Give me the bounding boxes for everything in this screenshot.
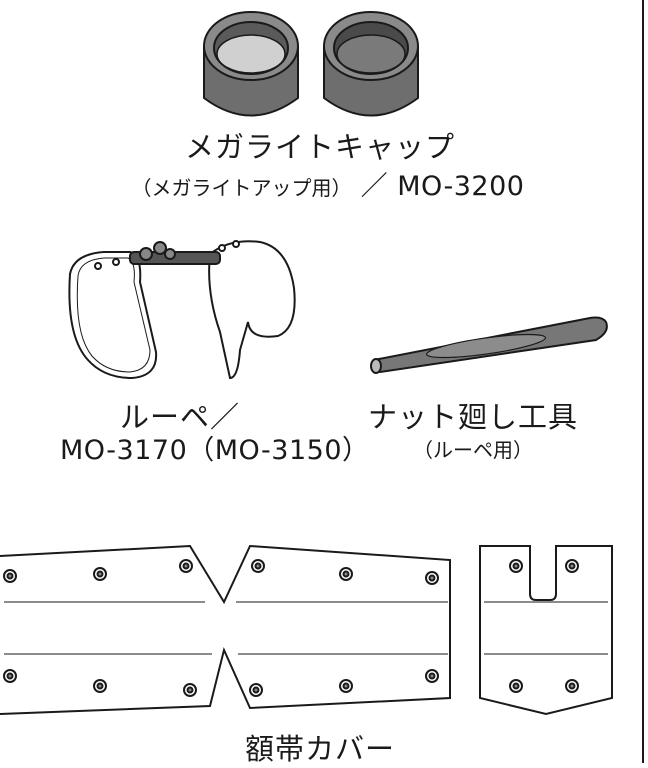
mega-light-cap-slash: ／ [351, 171, 398, 202]
headband-cover-illustration [0, 544, 613, 716]
mega-light-cap-illustration [203, 11, 419, 117]
headband-cover-small-panel [479, 545, 613, 716]
page-border-line [642, 0, 644, 763]
headband-cover-title: 額帯カバー [244, 732, 395, 766]
cap-left [203, 11, 299, 117]
loupe-title: ルーペ／ [119, 400, 240, 434]
loupe-illustration [68, 240, 296, 380]
loupe-model: MO-3170（MO-3150） [60, 435, 370, 466]
cap-right [323, 11, 419, 117]
nut-tool-title: ナット廻し工具 [367, 400, 578, 434]
nut-tool-illustration [370, 316, 608, 374]
mega-light-cap-subtitle: （メガライトアップ用） [131, 176, 352, 200]
loupe-left-lens [68, 251, 158, 380]
loupe-right-lens [208, 240, 296, 380]
mega-light-cap-caption-line: （メガライトアップ用） ／ MO-3200 [88, 164, 568, 203]
nut-tool-subtitle: （ルーペ用） [413, 438, 533, 462]
mega-light-cap-model: MO-3200 [397, 171, 525, 202]
mega-light-cap-title: メガライトキャップ [184, 130, 455, 164]
headband-cover-main-panel [0, 544, 451, 715]
